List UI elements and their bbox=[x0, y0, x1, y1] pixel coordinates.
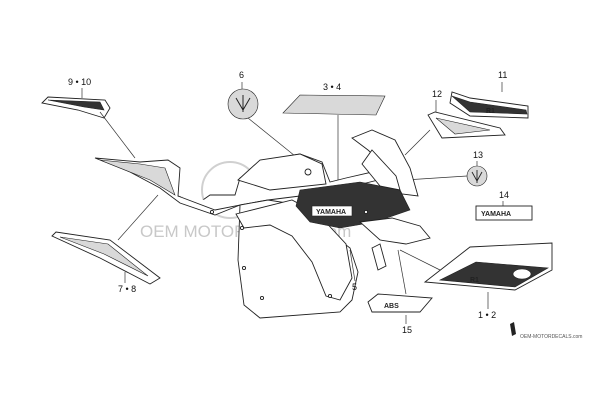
callout-1-2: 1 • 2 bbox=[478, 310, 496, 320]
leader-7-8-b bbox=[117, 194, 159, 241]
callout-3-4: 3 • 4 bbox=[323, 82, 341, 92]
callout-13: 13 bbox=[473, 150, 483, 160]
callout-7-8: 7 • 8 bbox=[118, 284, 136, 294]
abs-decal-shape bbox=[367, 293, 433, 313]
decal-7-8 bbox=[51, 231, 161, 285]
tail-decal-stripe bbox=[47, 99, 105, 111]
tank-cap bbox=[304, 168, 312, 176]
side-cowl-decal-shape bbox=[51, 231, 161, 285]
side-panel-12-inner bbox=[435, 117, 491, 135]
front-fork-bracket bbox=[371, 243, 387, 271]
front-cowl-decal-hole bbox=[512, 268, 532, 280]
callout-6: 6 bbox=[239, 70, 244, 80]
decal-1-2: R1 bbox=[423, 242, 553, 291]
decal-13 bbox=[466, 165, 488, 187]
callout-14: 14 bbox=[499, 190, 509, 200]
callout-15: 15 bbox=[402, 325, 412, 335]
decal-9-10 bbox=[41, 96, 111, 119]
abs-text: ABS bbox=[384, 303, 399, 310]
decal-14: YAMAHA bbox=[475, 205, 533, 221]
mount-hole bbox=[259, 295, 265, 301]
yamaha-wordmark-box bbox=[475, 205, 533, 221]
decal-15: ABS bbox=[367, 293, 433, 313]
r1-small-logo: R1 bbox=[486, 108, 495, 115]
leader-5 bbox=[349, 249, 356, 282]
leader-6-b bbox=[247, 117, 301, 161]
callout-5: 5 bbox=[352, 282, 357, 292]
side-cowl-decal-inner bbox=[59, 236, 149, 277]
mount-hole bbox=[363, 209, 369, 215]
mount-hole bbox=[239, 225, 245, 231]
tuning-fork-icon bbox=[235, 95, 251, 112]
leader-1-2-b bbox=[399, 249, 441, 271]
tail-section-shade bbox=[99, 159, 176, 196]
windscreen-inner bbox=[361, 149, 401, 191]
leader-9-10-b bbox=[99, 111, 136, 159]
decal-6 bbox=[227, 88, 259, 120]
callout-12: 12 bbox=[432, 89, 442, 99]
motorcycle-body: YAMAHA bbox=[94, 129, 431, 319]
decal-3-4 bbox=[282, 94, 386, 116]
yamaha-wordmark: YAMAHA bbox=[481, 211, 511, 218]
decal-11: R1 bbox=[449, 91, 529, 119]
screen-decal-shape bbox=[282, 94, 386, 116]
fairing-wordmark-box bbox=[311, 205, 353, 217]
tuning-fork-small-icon bbox=[471, 170, 483, 183]
mount-hole bbox=[241, 265, 247, 271]
decal-12 bbox=[427, 111, 506, 139]
r1-front-logo: R1 bbox=[470, 277, 479, 284]
small-watermark-text: OEM-MOTORDECALS.com bbox=[520, 334, 582, 340]
nose-cowl bbox=[358, 217, 431, 245]
watermark-figure-icon bbox=[510, 322, 516, 336]
callout-9-10: 9 • 10 bbox=[68, 77, 91, 87]
callout-11: 11 bbox=[498, 70, 507, 80]
front-cowl-decal-stripe bbox=[438, 261, 549, 288]
fairing-wordmark: YAMAHA bbox=[316, 209, 346, 216]
leader-12-b bbox=[404, 129, 431, 156]
small-watermark: OEM-MOTORDECALS.com bbox=[510, 322, 582, 340]
mount-hole bbox=[209, 209, 215, 215]
leader-13-b bbox=[404, 175, 468, 181]
side-panel-11-stripe bbox=[451, 95, 528, 115]
mount-hole bbox=[327, 293, 333, 299]
leader-15-b bbox=[397, 249, 407, 295]
fuel-tank bbox=[237, 153, 327, 191]
